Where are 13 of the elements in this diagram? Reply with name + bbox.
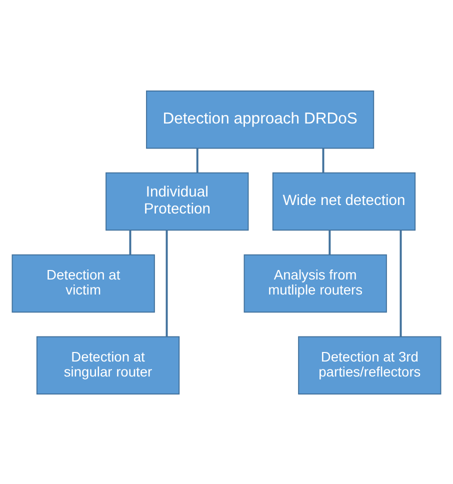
connector bbox=[129, 230, 132, 254]
node-box: Detection approach DRDoS bbox=[146, 90, 374, 148]
connector bbox=[322, 148, 324, 172]
connector bbox=[400, 230, 402, 336]
connector bbox=[166, 230, 168, 336]
node-box: Detection at 3rd parties/reflectors bbox=[298, 336, 442, 394]
node-box: Detection at victim bbox=[12, 254, 155, 312]
connector bbox=[196, 148, 198, 172]
node-box: Individual Protection bbox=[106, 172, 249, 230]
node-box: Detection at singular router bbox=[36, 336, 180, 394]
node-box: Wide net detection bbox=[272, 172, 416, 230]
connector bbox=[328, 230, 331, 254]
node-box: Analysis from mutliple routers bbox=[244, 254, 387, 312]
